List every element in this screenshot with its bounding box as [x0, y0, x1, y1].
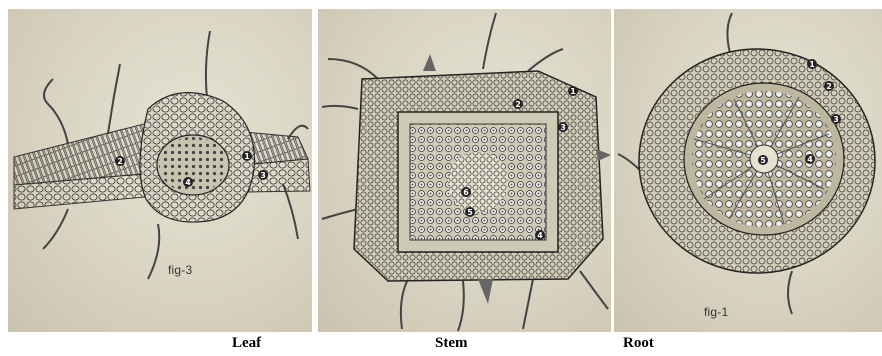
stem-marker-1: 1 [568, 86, 578, 96]
leaf-marker-3: 3 [258, 170, 268, 180]
root-marker-4: 4 [805, 154, 815, 164]
root-fig-label: fig-1 [704, 305, 728, 319]
root-marker-3: 3 [831, 114, 841, 124]
stem-cross-section-drawing: 1 2 3 4 5 6 [318, 9, 611, 332]
leaf-marker-2: 2 [115, 156, 125, 166]
svg-text:3: 3 [833, 115, 839, 124]
svg-text:6: 6 [463, 188, 469, 197]
leaf-caption: Leaf [232, 335, 261, 352]
root-section-figure: 1 2 3 4 5 fig-1 [614, 9, 882, 332]
stem-caption: Stem [435, 335, 468, 352]
leaf-marker-1: 1 [242, 151, 252, 161]
svg-text:3: 3 [560, 123, 566, 132]
svg-text:2: 2 [515, 100, 521, 109]
svg-text:4: 4 [807, 155, 813, 164]
stem-marker-3: 3 [558, 122, 568, 132]
root-cross-section-drawing: 1 2 3 4 5 [614, 9, 882, 332]
svg-text:4: 4 [537, 231, 543, 240]
root-marker-1: 1 [807, 59, 817, 69]
svg-text:1: 1 [244, 152, 250, 161]
stem-marker-2: 2 [513, 99, 523, 109]
leaf-section-figure: 1 2 3 4 fig-3 [8, 9, 312, 332]
svg-text:4: 4 [185, 178, 191, 187]
leaf-cross-section-drawing: 1 2 3 4 [8, 9, 312, 332]
svg-text:5: 5 [467, 208, 473, 217]
svg-text:2: 2 [117, 157, 123, 166]
svg-text:2: 2 [826, 82, 832, 91]
stem-section-figure: 1 2 3 4 5 6 [318, 9, 611, 332]
svg-text:1: 1 [809, 60, 815, 69]
root-marker-5: 5 [758, 155, 768, 165]
root-caption: Root [623, 335, 654, 352]
leaf-marker-4: 4 [183, 177, 193, 187]
svg-text:5: 5 [760, 156, 766, 165]
stem-marker-6: 6 [461, 187, 471, 197]
stem-marker-5: 5 [465, 207, 475, 217]
root-marker-2: 2 [824, 81, 834, 91]
stem-marker-4: 4 [535, 230, 545, 240]
leaf-fig-label: fig-3 [168, 263, 192, 277]
svg-text:3: 3 [260, 171, 266, 180]
svg-text:1: 1 [570, 87, 576, 96]
